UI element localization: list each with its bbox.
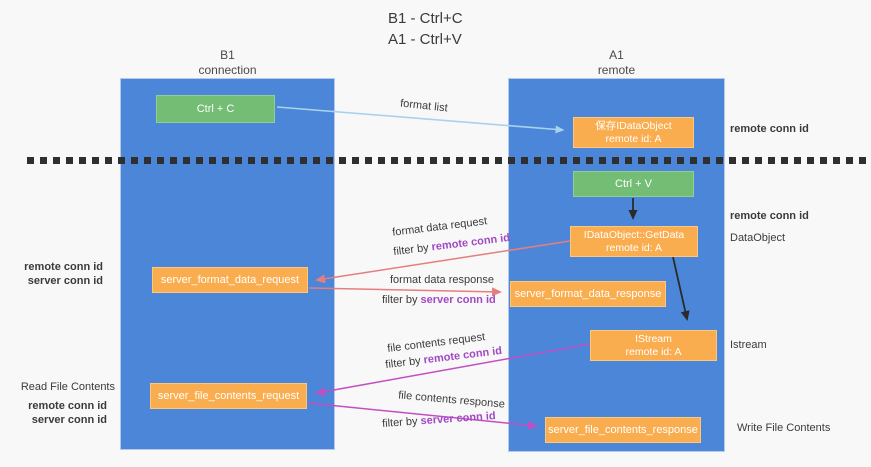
- left-label-server-conn-id-2: server conn id: [8, 414, 107, 426]
- node-save-idataobject-line1: 保存IDataObject: [595, 119, 672, 132]
- node-idataobject-getdata-line2: remote id: A: [605, 241, 663, 254]
- node-ctrl-c-label: Ctrl + C: [196, 103, 235, 115]
- node-idataobject-getdata: IDataObject::GetData remote id: A: [570, 226, 698, 257]
- dataobject-text: DataObject: [730, 232, 786, 244]
- edge-label-format-data-response-text: format data response: [390, 274, 494, 286]
- session-divider-dashed-line: [27, 157, 871, 164]
- edge-label-filter-by-server-conn-id-2: filter by server conn id: [382, 410, 496, 430]
- remote-conn-id-text: remote conn id: [730, 210, 809, 222]
- lane-a1-subtitle: remote: [597, 63, 636, 77]
- left-label-server-conn-id-1: server conn id: [8, 275, 103, 287]
- right-label-dataobject: DataObject: [730, 232, 785, 244]
- remote-conn-id-text: remote conn id: [730, 123, 809, 135]
- istream-text: Istream: [730, 339, 767, 351]
- node-istream-line1: IStream: [635, 332, 672, 345]
- lane-header-b1: B1 connection: [120, 48, 335, 78]
- node-idataobject-getdata-line1: IDataObject::GetData: [583, 228, 685, 241]
- node-server-file-contents-response: server_file_contents_response: [545, 417, 701, 443]
- filter-by-text: filter by: [382, 294, 418, 306]
- edge-label-format-data-response: format data response: [390, 274, 494, 286]
- node-server-file-contents-request: server_file_contents_request: [150, 383, 307, 409]
- write-file-contents-text: Write File Contents: [737, 422, 831, 434]
- right-label-istream: Istream: [730, 339, 767, 351]
- node-save-idataobject: 保存IDataObject remote id: A: [573, 117, 694, 148]
- edge-label-file-contents-response-text: file contents response: [397, 389, 506, 411]
- remote-conn-id-text: remote conn id: [28, 400, 107, 412]
- format-data-response-arrow: [308, 287, 502, 297]
- read-file-contents-text: Read File Contents: [20, 381, 115, 393]
- left-label-remote-conn-id-1: remote conn id: [8, 261, 103, 273]
- lane-header-a1: A1 remote: [508, 48, 725, 78]
- edge-label-format-list: format list: [400, 98, 449, 115]
- right-label-remote-conn-id-mid: remote conn id: [730, 210, 809, 222]
- filter-by-text: filter by: [381, 415, 418, 430]
- node-server-file-contents-request-label: server_file_contents_request: [157, 390, 300, 402]
- node-ctrl-c: Ctrl + C: [156, 95, 275, 123]
- lane-b1-title: B1: [220, 48, 235, 62]
- server-conn-id-text: server conn id: [420, 410, 497, 428]
- diagram-title: B1 - Ctrl+C A1 - Ctrl+V: [388, 8, 463, 50]
- edge-label-filter-by-server-conn-id-1: filter by server conn id: [382, 294, 496, 306]
- node-save-idataobject-line2: remote id: A: [605, 132, 662, 145]
- remote-conn-id-text: remote conn id: [24, 261, 103, 273]
- node-ctrl-v: Ctrl + V: [573, 171, 694, 197]
- node-ctrl-v-label: Ctrl + V: [615, 178, 652, 190]
- node-server-format-data-response: server_format_data_response: [510, 281, 666, 307]
- server-conn-id-text: server conn id: [420, 294, 496, 306]
- edge-label-file-contents-response: file contents response: [398, 389, 506, 410]
- edge-label-format-list-text: format list: [399, 97, 449, 115]
- filter-by-text: filter by: [384, 354, 422, 372]
- remote-conn-id-text: remote conn id: [430, 231, 511, 254]
- server-conn-id-text: server conn id: [27, 275, 103, 287]
- node-server-format-data-request-label: server_format_data_request: [160, 274, 300, 286]
- node-istream-line2: remote id: A: [625, 345, 682, 358]
- node-istream: IStream remote id: A: [590, 330, 717, 361]
- diagram-title-line1: B1 - Ctrl+C: [388, 10, 463, 27]
- node-server-format-data-response-label: server_format_data_response: [514, 288, 662, 300]
- left-label-read-file-contents: Read File Contents: [8, 381, 115, 393]
- right-label-write-file-contents: Write File Contents: [737, 422, 830, 434]
- node-server-file-contents-response-label: server_file_contents_response: [548, 424, 698, 436]
- node-server-format-data-request: server_format_data_request: [152, 267, 308, 293]
- left-label-remote-conn-id-2: remote conn id: [8, 400, 107, 412]
- right-label-remote-conn-id-top: remote conn id: [730, 123, 809, 135]
- lane-b1-subtitle: connection: [198, 63, 257, 77]
- server-conn-id-text: server conn id: [31, 414, 107, 426]
- lane-a1-title: A1: [609, 48, 624, 62]
- filter-by-text: filter by: [392, 241, 430, 259]
- diagram-title-line2: A1 - Ctrl+V: [388, 31, 462, 48]
